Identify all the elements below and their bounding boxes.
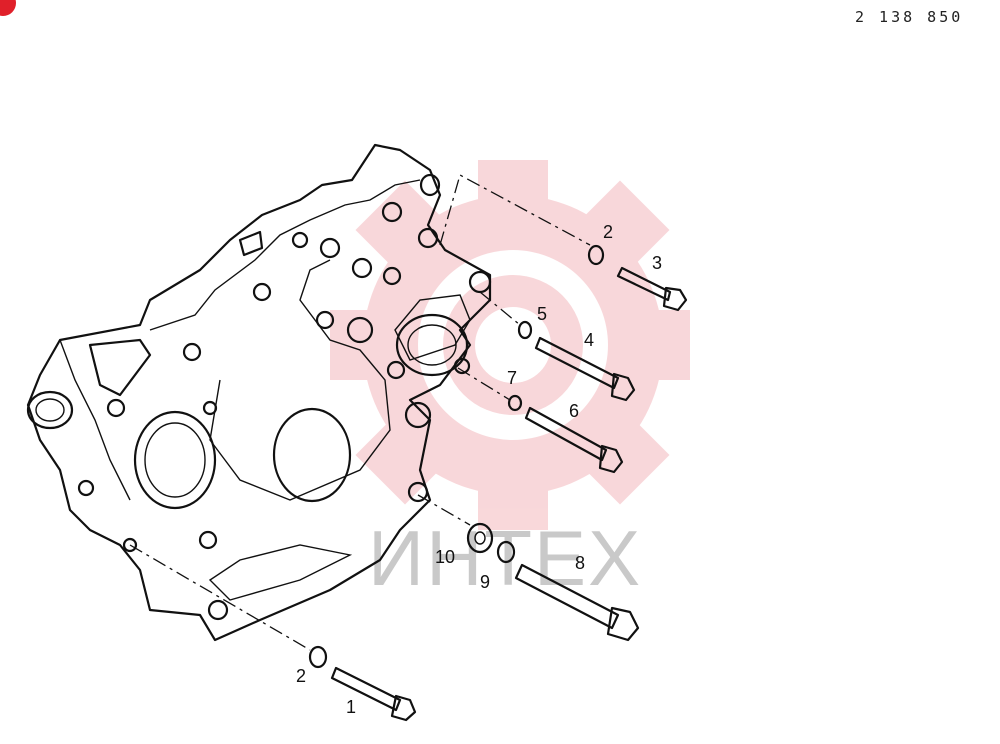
callout-8: 8	[575, 553, 585, 573]
callout-6: 6	[569, 401, 579, 421]
washer-2-top	[587, 244, 605, 266]
bolt-3	[616, 266, 688, 312]
bolt-4	[534, 336, 636, 402]
alignment-lines	[129, 174, 591, 651]
callout-1: 1	[346, 697, 356, 717]
bolt-6	[524, 406, 624, 474]
washer-7	[507, 394, 523, 412]
callout-10: 10	[435, 547, 455, 567]
callout-5: 5	[537, 304, 547, 324]
nut-10	[466, 522, 494, 554]
callout-7: 7	[507, 368, 517, 388]
corner-logo-mark	[0, 0, 16, 16]
callout-4: 4	[584, 330, 594, 350]
washer-5	[517, 320, 533, 340]
washer-2-bottom	[308, 645, 328, 669]
callout-2-bottom: 2	[296, 666, 306, 686]
watermark-gear-icon	[330, 160, 690, 530]
crankcase-cover	[26, 143, 492, 642]
callout-2-top: 2	[603, 222, 613, 242]
bolt-8	[514, 563, 640, 642]
watermark-text: ИНТЕХ	[368, 514, 642, 602]
catalog-number: 2 138 850	[855, 8, 964, 26]
bolt-1	[330, 666, 417, 722]
callout-3: 3	[652, 253, 662, 273]
washer-9	[496, 540, 516, 564]
callout-9: 9	[480, 572, 490, 592]
